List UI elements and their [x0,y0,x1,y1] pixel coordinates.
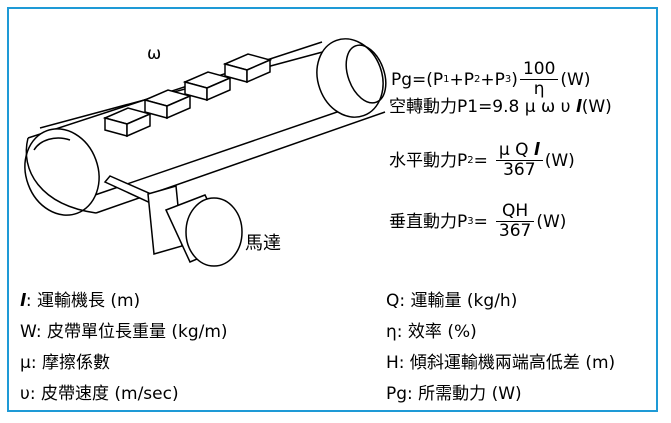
formula-horizontal-unit: (W) [544,150,575,171]
formula-total-sub1: 1 [443,73,450,85]
formula-vertical-eq: = [473,211,488,232]
formula-horizontal-sub: 2 [467,154,474,166]
formula-total-plus1: +P [449,69,475,90]
legend-text: : 運輸機長 (m) [25,291,141,311]
legend-symbol: μ [20,353,31,373]
legend-text: : 效率 (%) [396,322,477,342]
formula-vertical-label: 垂直動力P [389,211,468,232]
belt-boxes [102,53,273,138]
formula-total-plus2: +P [480,69,505,90]
formula-horizontal-numerator: μ Q l [495,140,543,161]
formula-vertical-denominator: 367 [498,221,532,241]
box-2 [142,89,193,120]
belt-top-edge [27,41,323,139]
legend-right-4: Pg: 所需動力 (W) [386,384,522,404]
formula-idle-power: 空轉動力P1=9.8 μ ω υ l(W) [389,97,612,117]
formula-total-sub3: 3 [504,73,512,85]
belt-lower-edge [91,97,379,197]
formula-vertical-fraction: QH 367 [495,202,535,241]
legend-left-4: υ: 皮帶速度 (m/sec) [20,384,179,404]
formula-total-fraction: 100 η [519,60,559,99]
formula-total-numerator: 100 [519,60,559,80]
legend-text: : 摩擦係數 [30,353,110,373]
formula-total-denominator: η [533,79,545,99]
right-roller [316,38,384,118]
legend-symbol: W [20,322,36,342]
legend-right-1: Q: 運輸量 (kg/h) [386,291,517,311]
legend-text: : 傾斜運輸機兩端高低差 (m) [398,353,616,373]
motor-label: 馬達 [245,233,281,254]
formula-horizontal-eq: = [473,150,488,171]
legend-text: : 皮帶單位長重量 (kg/m) [35,322,228,342]
formula-horizontal-fraction: μ Q l 367 [495,140,543,180]
formula-idle-length-symbol: l [575,97,582,117]
legend-right-3: H: 傾斜運輸機兩端高低差 (m) [386,353,615,373]
formula-vertical-numerator: QH [495,202,535,222]
legend-text: : 運輸量 (kg/h) [399,291,518,311]
formula-horizontal-length-symbol: l [533,140,540,160]
formula-total-unit: (W) [560,69,591,90]
legend-text: : 所需動力 (W) [407,384,522,404]
legend-left-3: μ: 摩擦係數 [20,353,110,373]
box-1 [102,107,153,138]
legend-symbol: Pg [386,384,408,404]
legend-symbol: υ [20,384,30,404]
formula-horizontal-num-prefix: μ Q [498,140,534,160]
formula-horizontal-label: 水平動力P [389,150,468,171]
legend-symbol: η [386,322,397,342]
omega-label: ω [147,44,162,64]
formula-idle-unit: (W) [581,97,612,117]
formula-total-close: ) [511,69,518,90]
box-3 [182,71,233,102]
box-4 [222,53,273,84]
formula-idle-prefix: 空轉動力P1=9.8 μ ω υ [389,97,576,117]
legend-left-2: W: 皮帶單位長重量 (kg/m) [20,322,228,342]
formula-vertical-unit: (W) [536,211,567,232]
legend-symbol: l [20,291,26,311]
motor-end-cap [185,197,243,267]
legend-left-1: l: 運輸機長 (m) [20,291,140,311]
formula-total-lhs: Pg=(P [391,69,444,90]
legend-right-2: η: 效率 (%) [386,322,477,342]
legend-text: : 皮帶速度 (m/sec) [29,384,179,404]
formula-total-sub2: 2 [474,73,481,85]
legend-symbol: H [386,353,399,373]
left-roller [24,128,100,216]
legend-symbol: Q [386,291,400,311]
formula-horizontal-denominator: 367 [503,160,536,180]
formula-vertical-sub: 3 [467,215,474,227]
